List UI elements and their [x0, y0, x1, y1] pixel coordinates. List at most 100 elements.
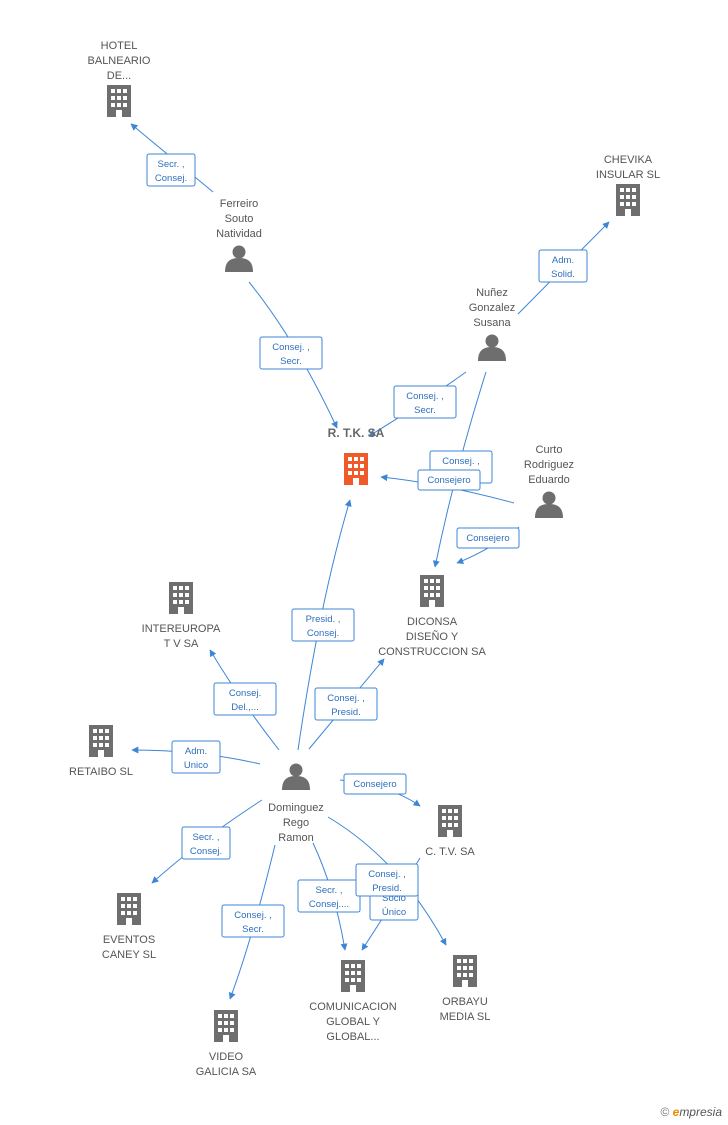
node-label: CONSTRUCCION SA	[378, 646, 486, 658]
edge-label-dominguez-eventos[interactable]: Secr. ,Consej.	[181, 826, 231, 860]
edge-label-dominguez-video[interactable]: Consej. , Secr.	[221, 904, 285, 938]
edge-label-box	[314, 687, 378, 721]
node-label: C. T.V. SA	[425, 846, 475, 858]
edge-label-dominguez-diconsa[interactable]: Consej. ,Presid.	[314, 687, 378, 721]
node-label: CANEY SL	[102, 949, 156, 961]
node-label: DE...	[107, 70, 131, 82]
node-label: T V SA	[164, 638, 199, 650]
edge-label-text: Consej....	[309, 899, 349, 910]
edge-label-box	[343, 773, 407, 795]
building-icon	[214, 1010, 238, 1042]
brand-logo-e: e	[672, 1105, 680, 1119]
edge-label-box	[146, 153, 196, 187]
node-eventos[interactable]: EVENTOS CANEY SL	[102, 893, 156, 961]
edge-label-text: Único	[382, 907, 406, 918]
node-label: BALNEARIO	[88, 55, 151, 67]
node-label: GLOBAL...	[326, 1031, 379, 1043]
edge-label-dominguez-intereuropa[interactable]: Consej. Del.,...	[213, 682, 277, 716]
person-icon	[282, 763, 310, 790]
node-label: GALICIA SA	[196, 1066, 257, 1078]
edge-label-box	[538, 249, 588, 283]
edge-label-ferreiro-rtk[interactable]: Consej. ,Secr.	[259, 336, 323, 370]
node-label: HOTEL	[101, 40, 138, 52]
edge-label-box	[291, 608, 355, 642]
building-icon	[89, 725, 113, 757]
copyright-symbol: ©	[660, 1105, 670, 1119]
node-label: Rodriguez	[524, 459, 574, 471]
edge-label-text: Secr.	[280, 356, 302, 367]
node-intereuropa[interactable]: INTEREUROPA T V SA	[142, 582, 221, 650]
edge-label-box	[213, 682, 277, 716]
node-label: Eduardo	[528, 474, 570, 486]
edge-label-text: Consej. ,	[234, 910, 272, 921]
node-label: CHEVIKA	[604, 154, 653, 166]
node-ctv[interactable]: C. T.V. SA	[425, 805, 475, 858]
edge-label-nunez-chevika[interactable]: Adm. Solid.	[538, 249, 588, 283]
node-label: COMUNICACION	[309, 1001, 396, 1013]
node-label: Gonzalez	[469, 302, 515, 314]
edge-label-text: Secr.	[242, 924, 264, 935]
edge-label-dominguez-retaibo[interactable]: Adm.Unico	[171, 740, 221, 774]
edge-label-box	[259, 336, 323, 370]
edge-label-box	[393, 385, 457, 419]
building-icon	[344, 453, 368, 485]
edge-label-ferreiro-hotel[interactable]: Secr. ,Consej.	[146, 153, 196, 187]
edge-label-text: Consej.	[307, 628, 339, 639]
edge-label-text: Consej. ,	[368, 869, 406, 880]
edge-label-dominguez-orbayu[interactable]: Consej. ,Presid.	[355, 863, 419, 897]
building-icon	[341, 960, 365, 992]
node-retaibo[interactable]: RETAIBO SL	[69, 725, 133, 778]
edge-label-text: Consej.	[190, 846, 222, 857]
node-label: DICONSA	[407, 616, 458, 628]
node-label: Natividad	[216, 228, 262, 240]
edge-label-dominguez-comunicacion[interactable]: Secr. , Consej....	[297, 879, 361, 913]
edge-label-text: Del.,...	[231, 702, 258, 713]
node-hotel[interactable]: HOTEL BALNEARIO DE...	[88, 40, 151, 117]
empresia-watermark: © empresia	[660, 1105, 722, 1119]
node-label: GLOBAL Y	[326, 1016, 380, 1028]
person-icon	[225, 245, 253, 272]
node-label: RETAIBO SL	[69, 766, 133, 778]
edge-label-box	[171, 740, 221, 774]
node-label: DISEÑO Y	[406, 630, 459, 643]
edge-label-text: Adm.	[552, 255, 574, 266]
node-label: EVENTOS	[103, 934, 155, 946]
building-icon	[117, 893, 141, 925]
building-icon	[169, 582, 193, 614]
edge-label-text: Adm.	[185, 746, 207, 757]
edge-label-curto-diconsa[interactable]: Consejero	[456, 527, 520, 549]
node-label: INSULAR SL	[596, 169, 660, 181]
node-label: INTEREUROPA	[142, 623, 221, 635]
node-chevika[interactable]: CHEVIKA INSULAR SL	[596, 154, 660, 216]
building-icon	[616, 184, 640, 216]
node-comunicacion[interactable]: COMUNICACION GLOBAL Y GLOBAL...	[309, 960, 397, 1043]
edge-label-text: Secr.	[414, 405, 436, 416]
edge-label-nunez-rtk[interactable]: Consej. , Secr.	[393, 385, 457, 419]
brand-logo-rest: mpresia	[679, 1105, 722, 1119]
edge-label-text: Consej.	[229, 688, 261, 699]
edge-label-box	[181, 826, 231, 860]
edge-label-curto-rtk[interactable]: Consejero	[417, 469, 481, 491]
node-label: Dominguez	[268, 802, 324, 814]
edge-label-box	[456, 527, 520, 549]
edge-label-text: Consej. ,	[442, 456, 480, 467]
node-rtk[interactable]: R. T.K. SA	[328, 426, 385, 485]
node-diconsa[interactable]: DICONSA DISEÑO Y CONSTRUCCION SA	[378, 575, 486, 658]
node-label: Ramon	[278, 832, 313, 844]
edge-label-dominguez-ctv[interactable]: Consejero	[343, 773, 407, 795]
edge-label-text: Solid.	[551, 269, 575, 280]
node-label: Nuñez	[476, 287, 508, 299]
node-label: Curto	[536, 444, 563, 456]
edge-label-text: Consej. ,	[406, 391, 444, 402]
edge-label-dominguez-rtk[interactable]: Presid. , Consej.	[291, 608, 355, 642]
edge-label-text: Presid. ,	[306, 614, 341, 625]
edge-label-text: Consejero	[427, 475, 470, 486]
edge-label-text: Secr. ,	[316, 885, 343, 896]
building-icon	[453, 955, 477, 987]
